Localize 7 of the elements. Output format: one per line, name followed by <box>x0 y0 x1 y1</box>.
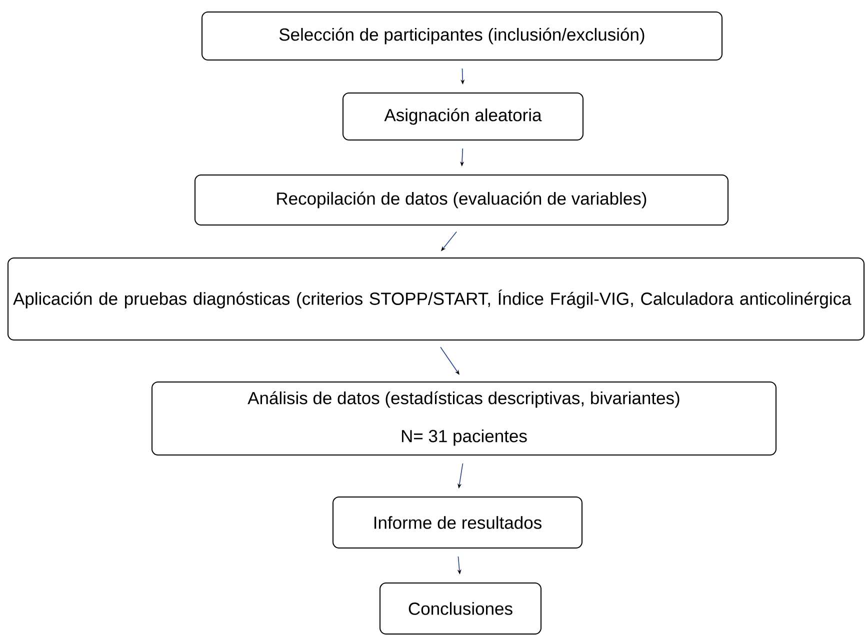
process-box: Asignación aleatoria <box>342 92 584 140</box>
process-box: Recopilación de datos (evaluación de variables) <box>194 174 728 226</box>
process-box: Análisis de datos (estadísticas descriptivas, bivariantes) N= 31 pacientes <box>152 382 776 456</box>
process-box: Conclusiones <box>380 582 542 634</box>
process-box: Informe de resultados <box>332 496 582 548</box>
process-box: Selección de participantes (inclusión/exclusión) <box>202 12 722 60</box>
process-box: Aplicación de pruebas diagnósticas (criterios STOPP/START, Índice Frágil-VIG, Calculadora anticolinérgica <box>8 258 864 340</box>
